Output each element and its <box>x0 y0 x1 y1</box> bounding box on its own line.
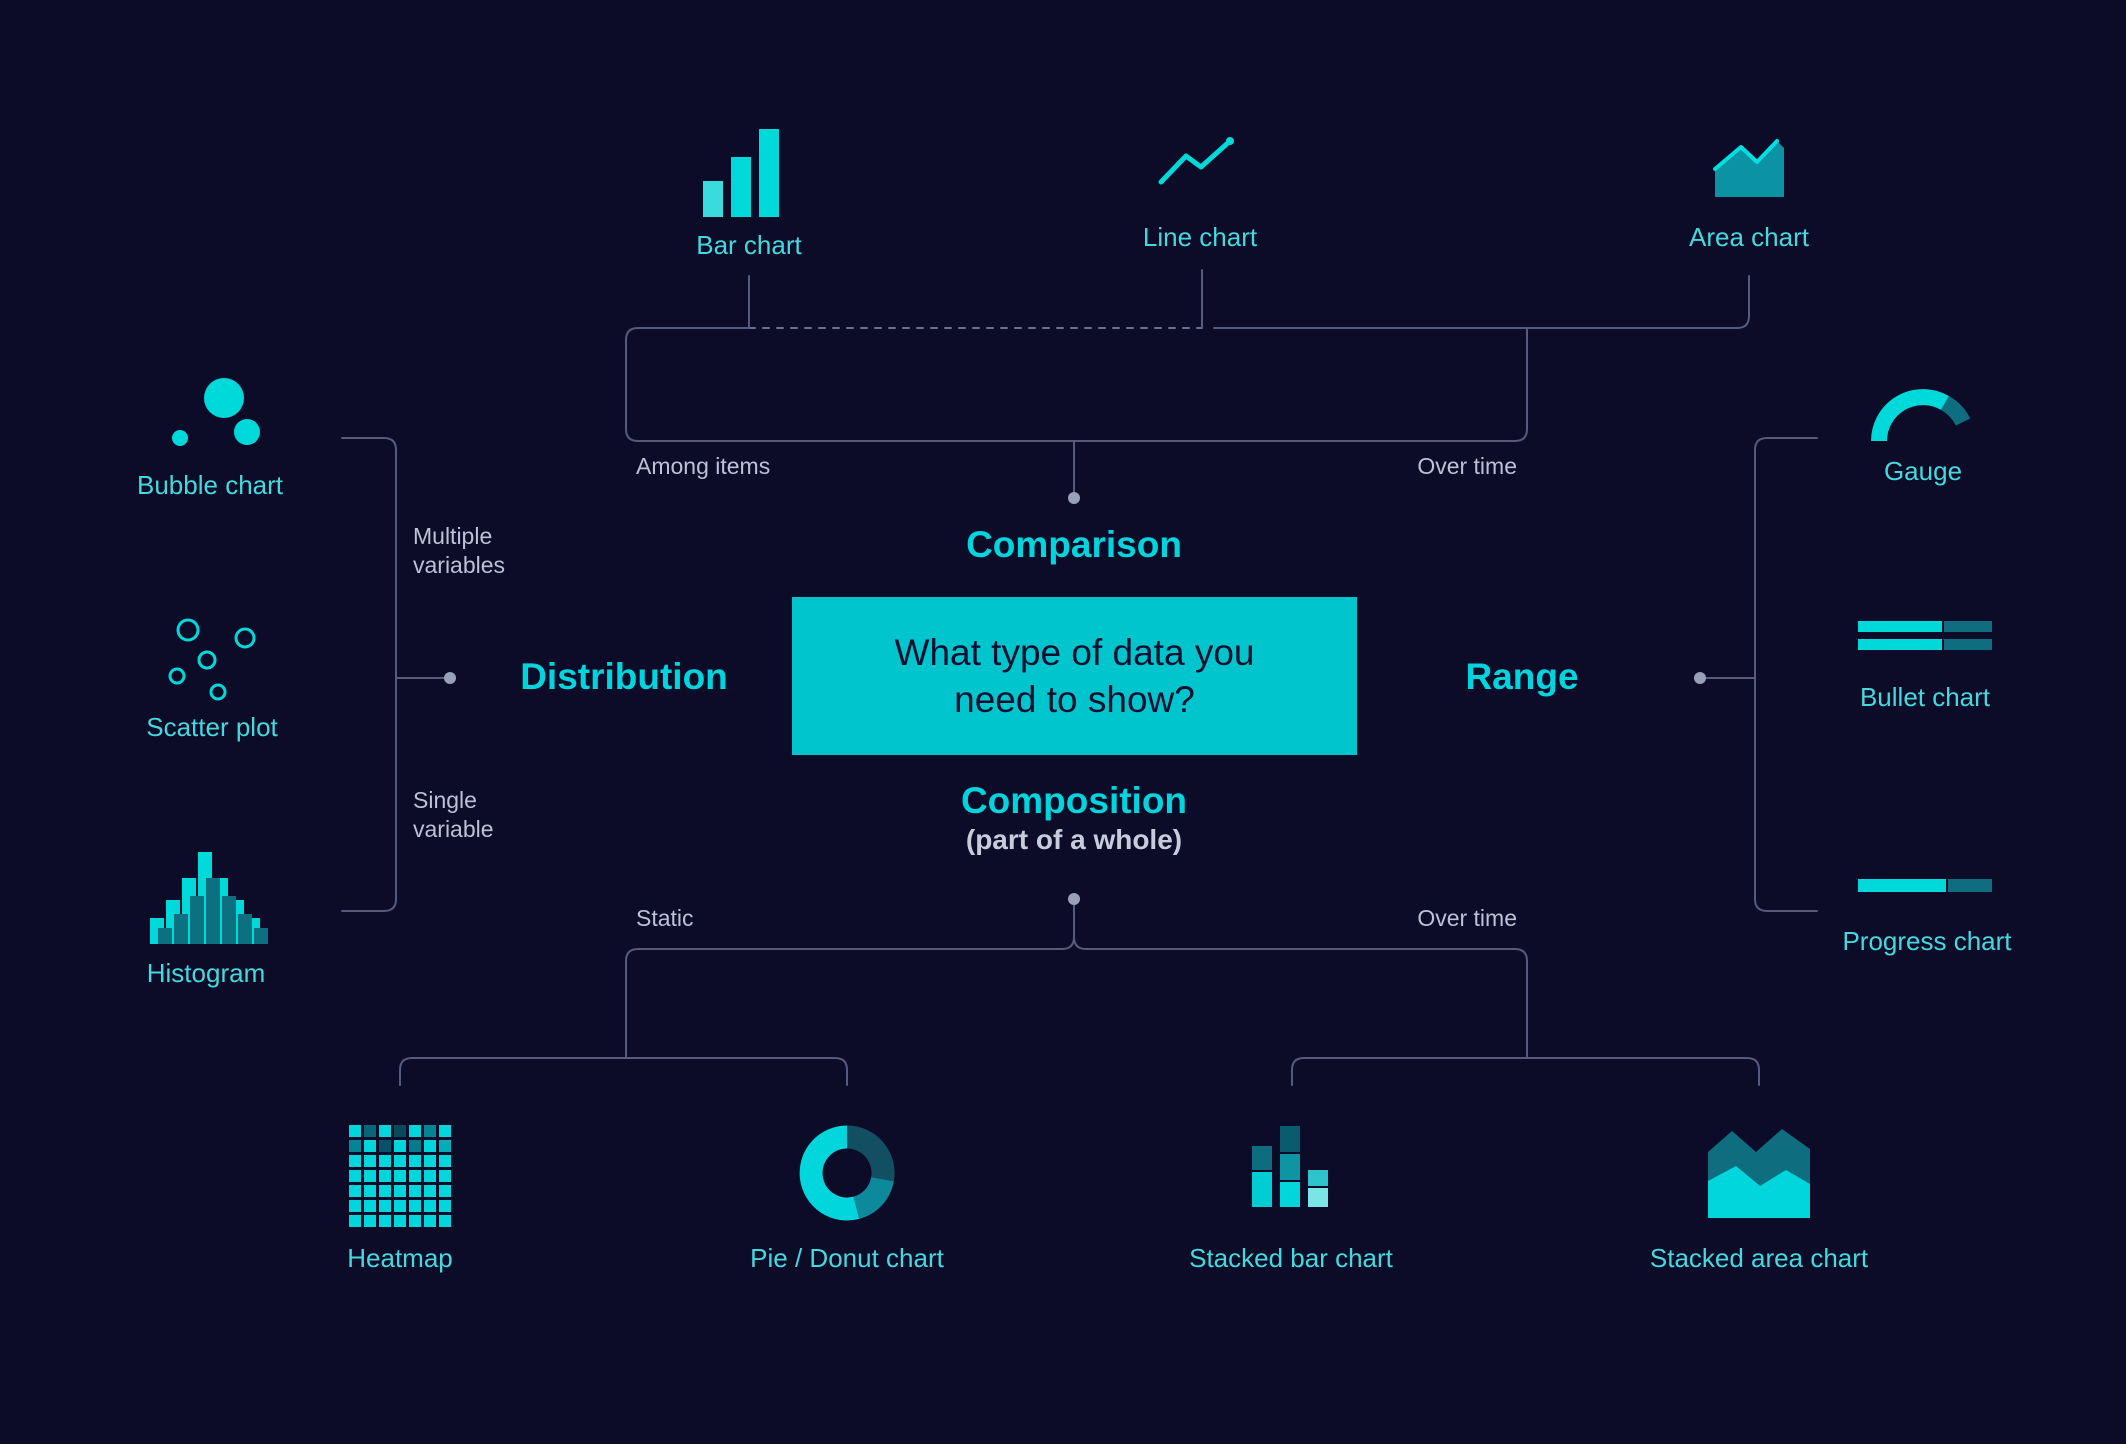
connector-lines <box>341 269 1818 1086</box>
pie-donut-chart-icon <box>799 1125 895 1221</box>
comparison-left-corner <box>625 327 750 442</box>
composition-overtime-subbracket <box>1291 1057 1760 1086</box>
central-question-box: What type of data you need to show? <box>792 597 1357 755</box>
stacked-area-chart-icon <box>1708 1129 1810 1218</box>
scatter-plot-label: Scatter plot <box>146 712 278 742</box>
stacked-area-chart-label: Stacked area chart <box>1649 1243 1869 1273</box>
bubble-chart-label: Bubble chart <box>137 470 283 500</box>
line-chart-icon <box>1158 137 1234 185</box>
bullet-chart-icon <box>1858 621 1992 650</box>
multiple-variables-note: Multiple variables <box>413 523 506 578</box>
stacked-bar-chart-label: Stacked bar chart <box>1189 1243 1393 1273</box>
distribution-bracket <box>341 437 397 912</box>
histogram-label: Histogram <box>146 958 266 988</box>
range-bracket <box>1754 437 1818 912</box>
distribution-heading: Distribution <box>520 656 728 697</box>
composition-over-time-note: Over time <box>1417 905 1517 931</box>
area-chart-stub <box>1213 275 1750 329</box>
comparison-right-corner <box>1514 327 1528 442</box>
composition-heading: Composition <box>960 780 1188 821</box>
scatter-plot-icon <box>168 618 256 701</box>
junction-dot <box>1068 893 1080 905</box>
gauge-icon <box>1871 389 1971 442</box>
pie-donut-chart-label: Pie / Donut chart <box>750 1243 944 1273</box>
heatmap-icon <box>349 1125 451 1227</box>
comparison-heading: Comparison <box>966 524 1182 565</box>
histogram-icon <box>150 852 268 944</box>
area-chart-icon <box>1713 139 1784 197</box>
area-chart-label: Area chart <box>1689 222 1809 252</box>
progress-chart-icon <box>1858 879 1992 892</box>
stacked-bar-chart-icon <box>1252 1126 1328 1207</box>
single-variable-note: Single variable <box>413 787 494 842</box>
bar-chart-label: Bar chart <box>696 230 802 260</box>
composition-left-branch <box>625 904 1075 1059</box>
comparison-over-time-note: Over time <box>1417 453 1517 479</box>
bullet-chart-label: Bullet chart <box>1859 682 1991 712</box>
among-items-note: Among items <box>636 453 771 479</box>
junction-dots <box>444 492 1706 905</box>
junction-dot <box>1694 672 1706 684</box>
junction-dot <box>444 672 456 684</box>
line-chart-label: Line chart <box>1142 222 1258 252</box>
range-heading: Range <box>1465 656 1579 697</box>
bar-chart-icon <box>703 129 779 217</box>
composition-right-branch <box>1073 904 1528 1059</box>
composition-subheading: (part of a whole) <box>965 824 1183 855</box>
heatmap-label: Heatmap <box>347 1243 453 1273</box>
progress-chart-label: Progress chart <box>1842 926 2012 956</box>
composition-static-subbracket <box>399 1057 848 1086</box>
gauge-label: Gauge <box>1883 456 1963 486</box>
static-note: Static <box>636 905 694 931</box>
bubble-chart-icon <box>172 378 260 446</box>
junction-dot <box>1068 492 1080 504</box>
